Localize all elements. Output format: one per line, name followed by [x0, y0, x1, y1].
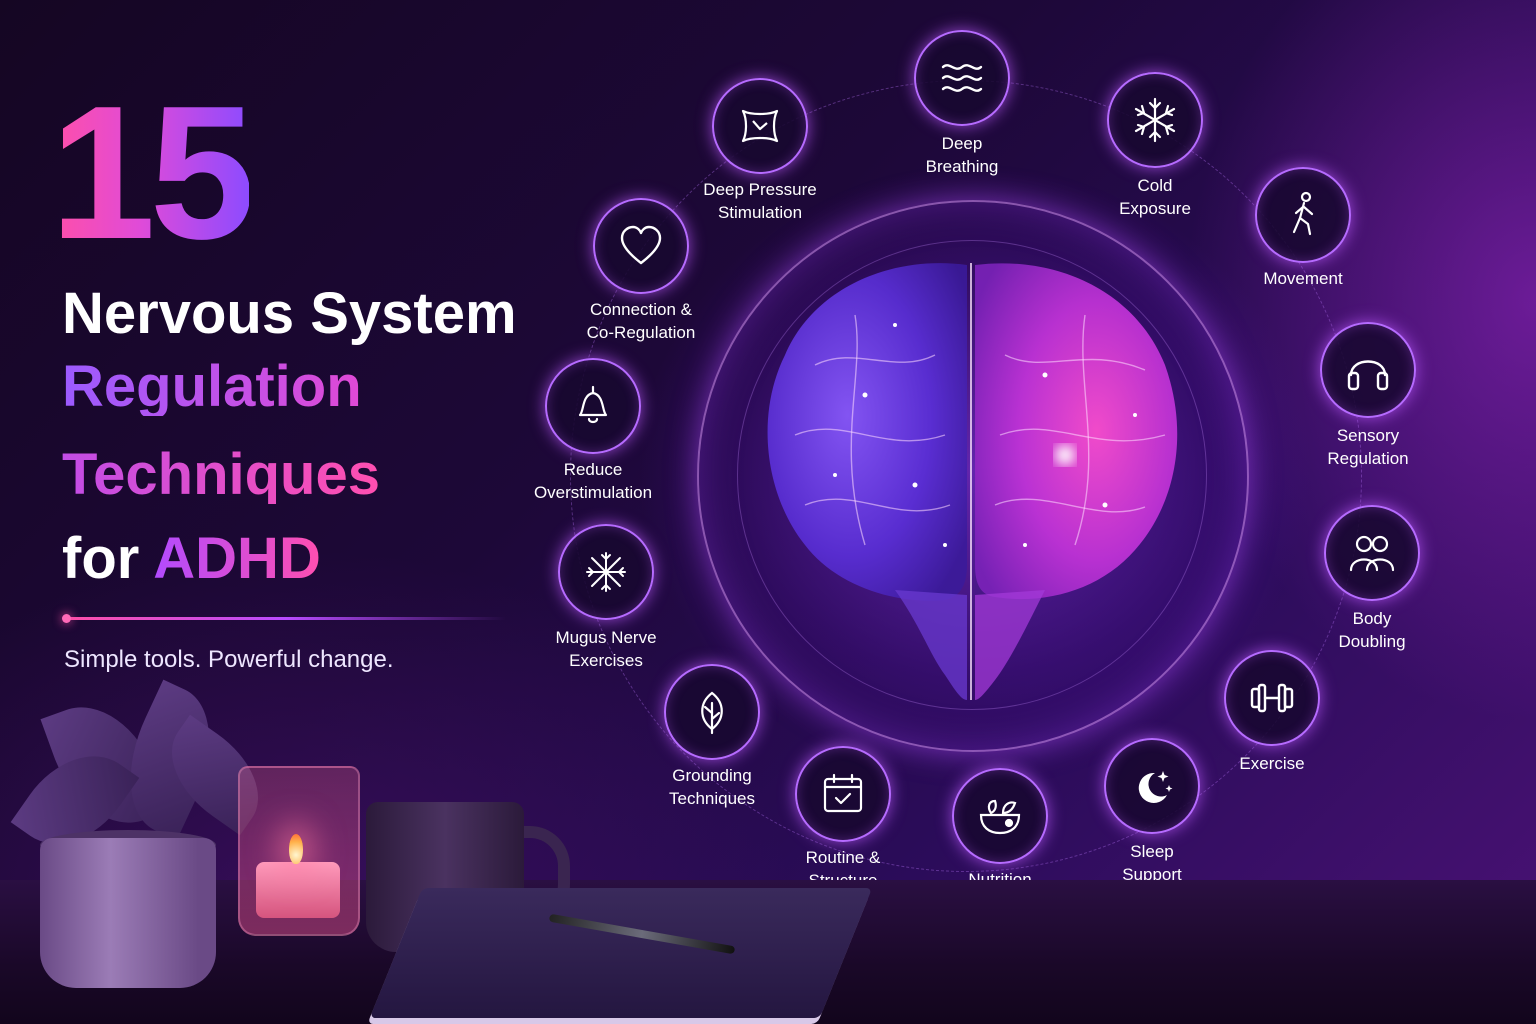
- two-people-icon: [1324, 505, 1420, 601]
- leaf-icon: [664, 664, 760, 760]
- plant-pot: [40, 838, 216, 988]
- headline-line-1: Nervous System: [62, 281, 517, 346]
- headline-line-4-accent: ADHD: [153, 526, 321, 591]
- dumbbell-icon: [1224, 650, 1320, 746]
- divider: [66, 617, 506, 620]
- bell-icon: [545, 358, 641, 454]
- calendar-check-icon: [795, 746, 891, 842]
- headline-line-4: for ADHD: [62, 530, 321, 588]
- divider-dot: [62, 614, 71, 623]
- moon-stars-icon: [1104, 738, 1200, 834]
- headline-line-3: Techniques: [62, 442, 380, 507]
- headline-number: 15: [50, 67, 255, 279]
- headline-line-2: Regulation: [62, 354, 362, 419]
- candle-flame: [289, 834, 303, 864]
- headline-line-4-prefix: for: [62, 526, 154, 591]
- pillow-icon: [712, 78, 808, 174]
- tagline: Simple tools. Powerful change.: [64, 646, 394, 673]
- brain-illustration: [767, 263, 1178, 700]
- walking-person-icon: [1255, 167, 1351, 263]
- waves-icon: [914, 30, 1010, 126]
- brain-ring-outer: [697, 200, 1249, 752]
- candle-wax: [256, 862, 340, 918]
- bowl-icon: [952, 768, 1048, 864]
- technique-label: Movement: [1263, 269, 1343, 288]
- notebook: [369, 888, 873, 1018]
- brain-ring-inner: [737, 240, 1207, 710]
- snowflake-icon: [1107, 72, 1203, 168]
- nerve-icon: [558, 524, 654, 620]
- heart-icon: [593, 198, 689, 294]
- technique-label: Exercise: [1239, 754, 1305, 773]
- headphones-icon: [1320, 322, 1416, 418]
- technique-label: Connection &Co-Regulation: [586, 300, 696, 342]
